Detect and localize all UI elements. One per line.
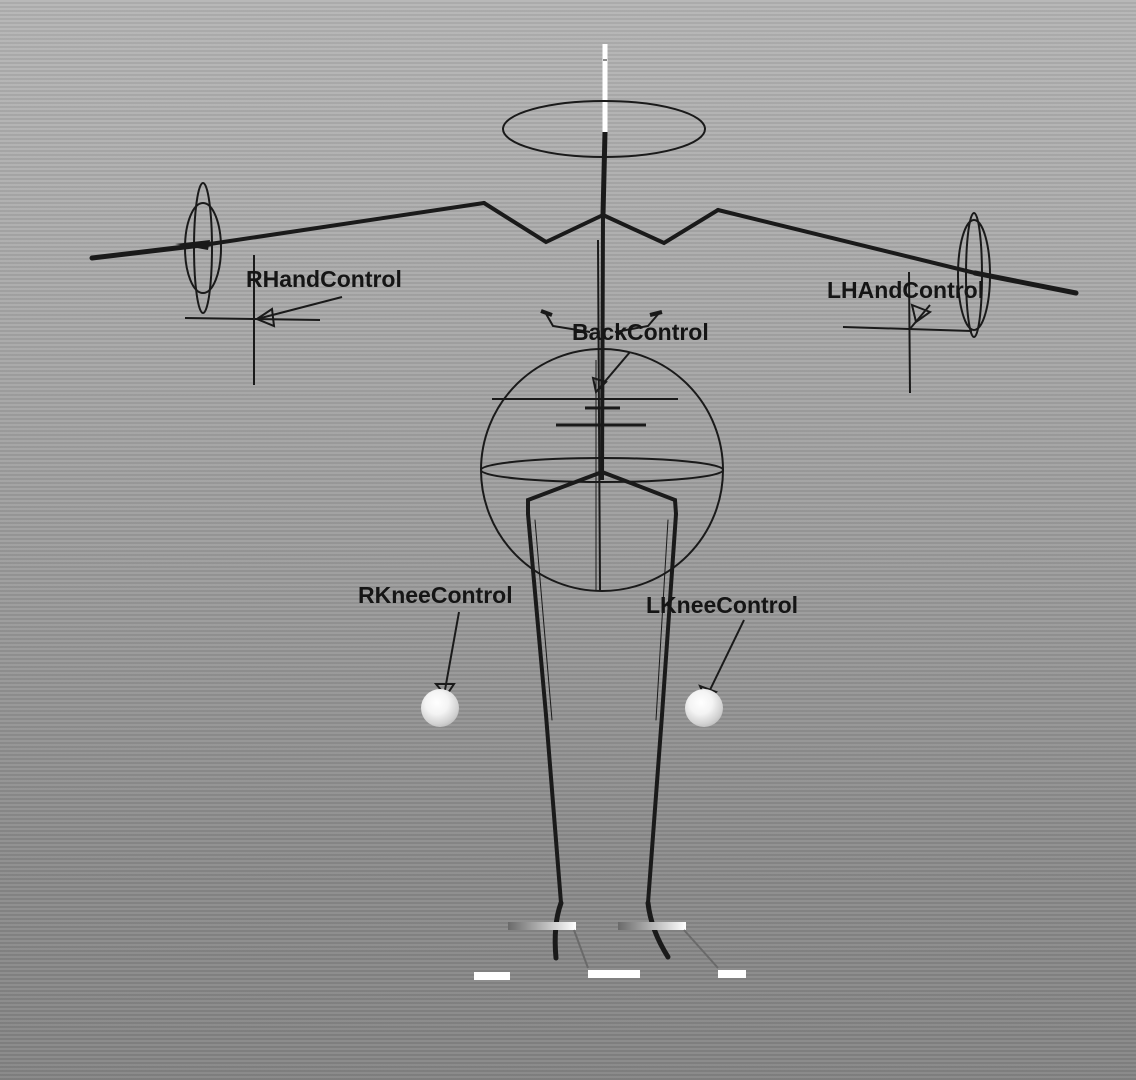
right-arm-joints[interactable] [89, 201, 486, 261]
left-knee-control-label[interactable]: LKneeControl [646, 592, 799, 618]
left-arm-joints[interactable] [716, 208, 1079, 296]
left-wrist-control[interactable] [957, 212, 991, 338]
clavicle-joints[interactable] [482, 201, 720, 246]
right-hand-control-label[interactable]: RHandControl [246, 266, 402, 292]
left-foot-control[interactable] [618, 922, 746, 978]
left-knee-pointer [698, 619, 745, 702]
right-knee-control-sphere[interactable] [421, 689, 459, 727]
right-knee-control-label[interactable]: RKneeControl [358, 582, 513, 608]
right-foot-control[interactable] [474, 922, 640, 980]
left-hand-control-label[interactable]: LHAndControl [827, 277, 985, 303]
left-hand-locator[interactable] [842, 271, 973, 394]
back-control-label[interactable]: BackControl [572, 319, 709, 345]
head-top-joint[interactable] [602, 44, 608, 132]
hip-joints[interactable] [526, 470, 678, 516]
right-knee-pointer [433, 611, 460, 698]
spine-joint-chain[interactable] [597, 131, 608, 591]
right-hand-locator[interactable] [184, 255, 343, 385]
left-knee-control-sphere[interactable] [685, 689, 723, 727]
back-control-locator[interactable] [492, 309, 678, 427]
right-leg-joints[interactable] [526, 512, 564, 961]
right-wrist-control[interactable] [184, 182, 222, 314]
